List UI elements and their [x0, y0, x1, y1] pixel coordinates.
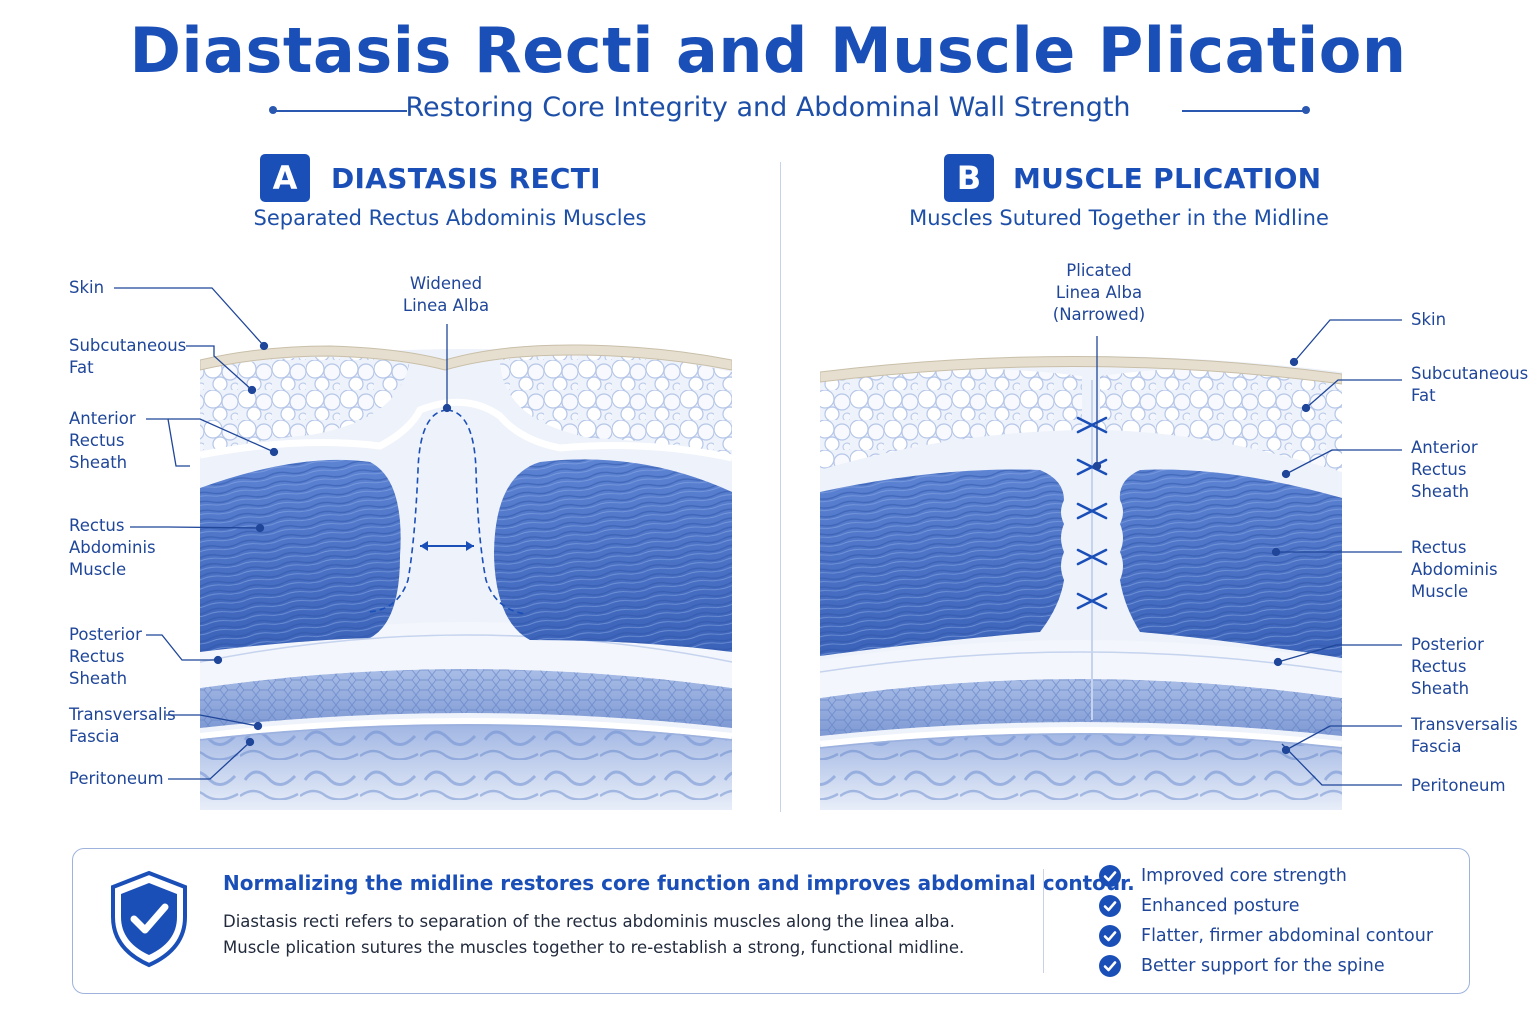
check-circle-icon [1099, 955, 1121, 977]
subtitle-row: Restoring Core Integrity and Abdominal W… [0, 90, 1536, 130]
suture-icon [1076, 416, 1108, 610]
benefit-item: Better support for the spine [1099, 951, 1433, 981]
benefit-label: Enhanced posture [1141, 896, 1300, 916]
label-b-rectus: Rectus Abdominis Muscle [1411, 538, 1498, 601]
benefit-label: Improved core strength [1141, 866, 1347, 886]
label-b-transversalis: Transversalis Fascia [1411, 715, 1518, 756]
benefit-label: Better support for the spine [1141, 956, 1385, 976]
subtitle-line-dot-right [1302, 106, 1310, 114]
benefit-label: Flatter, firmer abdominal contour [1141, 926, 1434, 946]
label-b-skin: Skin [1411, 310, 1447, 329]
diagram-a [200, 344, 732, 810]
label-a-skin: Skin [69, 278, 105, 297]
summary-divider [1043, 869, 1044, 973]
panel-a-badge: A [260, 154, 310, 202]
page-subtitle: Restoring Core Integrity and Abdominal W… [405, 92, 1131, 123]
check-circle-icon [1099, 895, 1121, 917]
panel-b-subtitle: Muscles Sutured Together in the Midline [909, 206, 1329, 230]
label-widened-linea-alba: Widened Linea Alba [402, 274, 490, 315]
leaders-b [1092, 319, 1402, 786]
label-b-anterior-sheath: Anterior Rectus Sheath [1411, 438, 1478, 501]
shield-check-icon [111, 870, 187, 968]
diagram-b [820, 355, 1342, 810]
label-b-fat: Subcutaneous Fat [1411, 364, 1529, 405]
label-a-anterior-sheath: Anterior Rectus Sheath [69, 409, 136, 472]
label-a-transversalis: Transversalis Fascia [69, 705, 176, 746]
label-plicated-linea-alba: Plicated Linea Alba (Narrowed) [1052, 261, 1146, 324]
subtitle-line-right [1182, 110, 1306, 112]
benefits-list: Improved core strength Enhanced posture … [1099, 861, 1433, 981]
summary-body: Diastasis recti refers to separation of … [223, 912, 965, 957]
summary-box: Normalizing the midline restores core fu… [72, 848, 1470, 994]
leaders-a [114, 287, 452, 780]
summary-headline: Normalizing the midline restores core fu… [223, 871, 1135, 895]
page-title: Diastasis Recti and Muscle Plication [129, 14, 1407, 87]
label-b-peritoneum: Peritoneum [1411, 776, 1506, 795]
label-b-posterior-sheath: Posterior Rectus Sheath [1411, 635, 1484, 698]
panel-b-badge: B [944, 154, 994, 202]
benefit-item: Enhanced posture [1099, 891, 1433, 921]
label-a-peritoneum: Peritoneum [69, 769, 164, 788]
panel-a-title: DIASTASIS RECTI [331, 162, 601, 195]
check-circle-icon [1099, 865, 1121, 887]
label-a-posterior-sheath: Posterior Rectus Sheath [69, 625, 142, 688]
benefit-item: Improved core strength [1099, 861, 1433, 891]
double-arrow-icon [420, 541, 474, 551]
panel-b-title: MUSCLE PLICATION [1013, 162, 1322, 195]
label-a-rectus: Rectus Abdominis Muscle [69, 516, 156, 579]
benefit-item: Flatter, firmer abdominal contour [1099, 921, 1433, 951]
panel-a-subtitle: Separated Rectus Abdominis Muscles [253, 206, 647, 230]
label-a-fat: Subcutaneous Fat [69, 336, 187, 377]
subtitle-line-left [273, 110, 407, 112]
check-circle-icon [1099, 925, 1121, 947]
panel-divider [780, 162, 781, 812]
